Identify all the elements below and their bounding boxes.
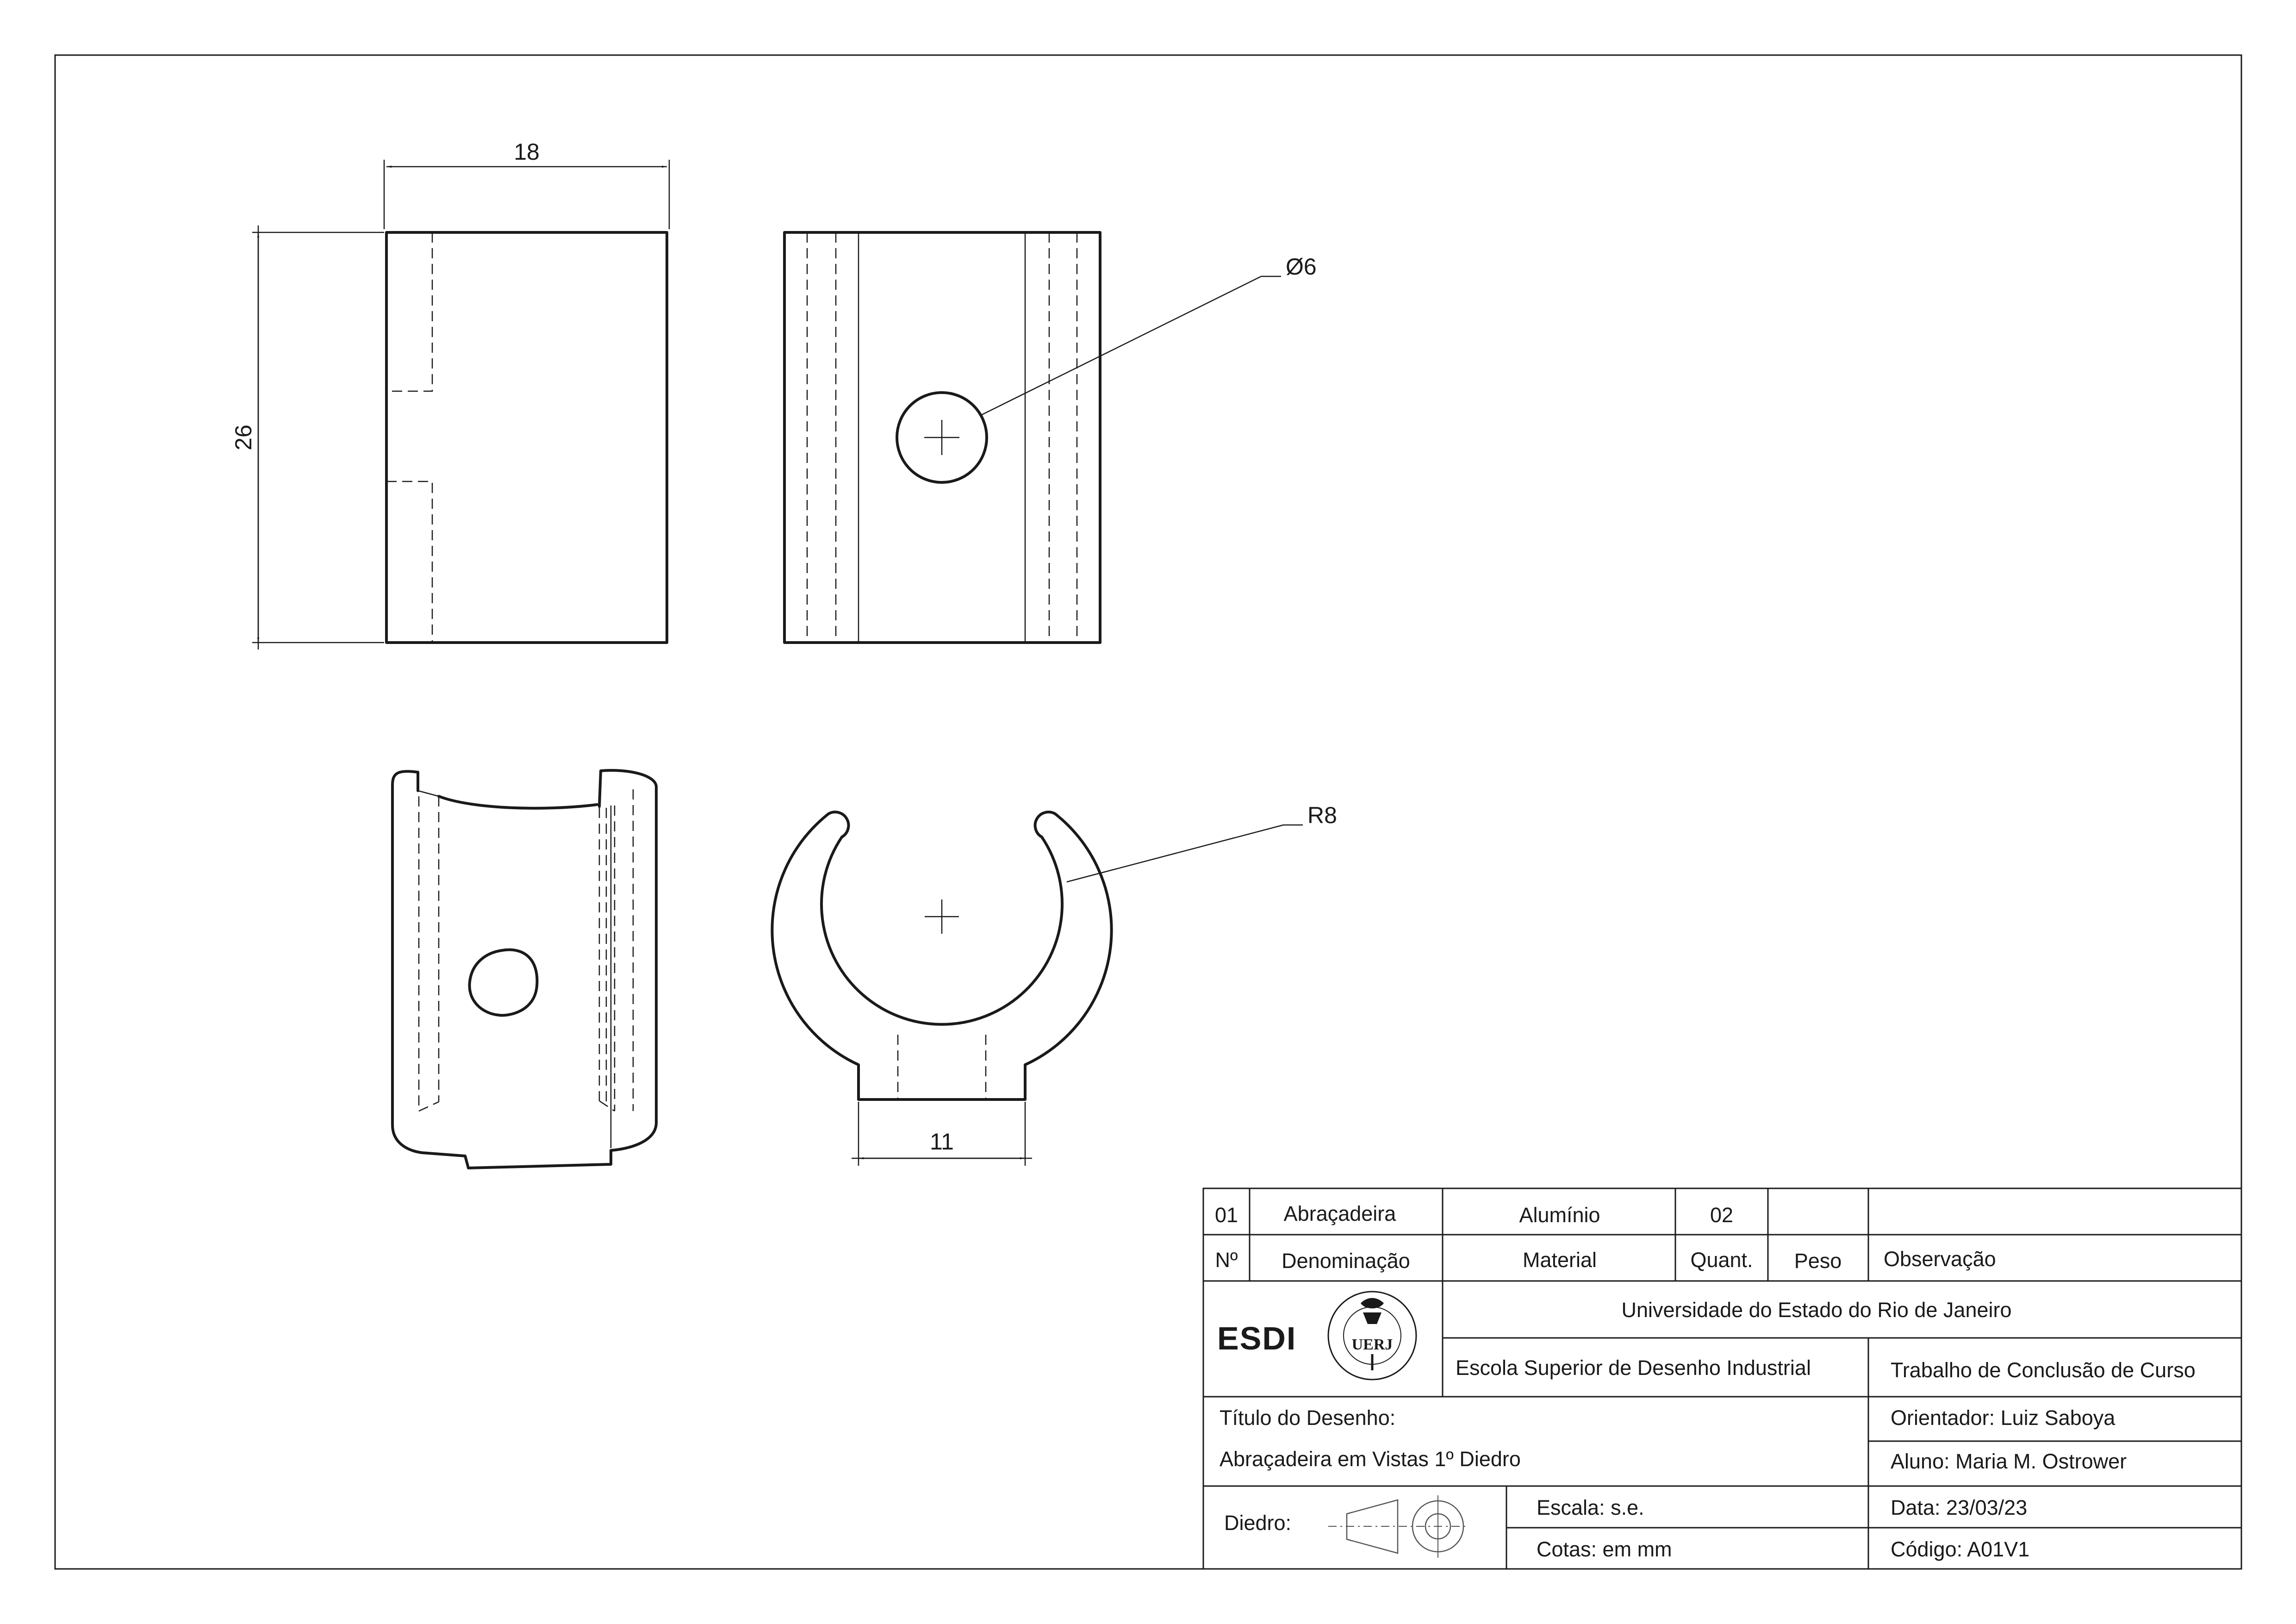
radius-label: R8	[1307, 802, 1337, 828]
drawing-title-label: Título do Desenho:	[1220, 1406, 1395, 1430]
header-material: Material	[1523, 1248, 1597, 1272]
advisor: Orientador: Luiz Saboya	[1891, 1406, 2116, 1430]
dimension-height: 26	[230, 225, 384, 650]
drawing-code: Código: A01V1	[1891, 1537, 2029, 1561]
scale: Escala: s.e.	[1537, 1496, 1644, 1519]
header-number: Nº	[1215, 1248, 1238, 1272]
dimension-opening: 11	[852, 1102, 1032, 1166]
dimension-height-label: 26	[230, 425, 256, 450]
date: Data: 23/03/23	[1891, 1496, 2027, 1519]
side-view	[783, 231, 1101, 644]
top-view-ring	[771, 811, 1113, 1101]
sheet-border	[54, 54, 2242, 1570]
header-name: Denominação	[1282, 1249, 1410, 1273]
projection-label: Diedro:	[1224, 1511, 1291, 1535]
leader-hole-diameter: Ø6	[979, 254, 1317, 417]
part-material: Alumínio	[1519, 1203, 1600, 1227]
university-name: Universidade do Estado do Rio de Janeiro	[1621, 1298, 2011, 1322]
isometric-view	[391, 769, 658, 1169]
leader-radius: R8	[1066, 802, 1337, 883]
header-weight: Peso	[1794, 1249, 1842, 1273]
student: Aluno: Maria M. Ostrower	[1891, 1449, 2127, 1473]
hole-diameter-label: Ø6	[1286, 254, 1317, 280]
header-notes: Observação	[1884, 1247, 1996, 1271]
uerj-seal: UERJ	[1327, 1291, 1417, 1380]
units: Cotas: em mm	[1537, 1537, 1672, 1561]
header-quantity: Quant.	[1690, 1248, 1753, 1272]
esdi-logo: ESDI	[1217, 1320, 1296, 1356]
front-view	[385, 231, 668, 644]
school-name: Escola Superior de Desenho Industrial	[1456, 1356, 1811, 1380]
dimension-width-label: 18	[514, 139, 540, 165]
dimension-width: 18	[383, 139, 670, 229]
first-angle-projection-symbol	[1328, 1495, 1467, 1558]
title-block: 01 Abraçadeira Alumínio 02 Nº Denominaçã…	[1202, 1187, 2242, 1570]
part-quantity: 02	[1710, 1203, 1733, 1227]
part-number: 01	[1215, 1203, 1238, 1227]
course-name: Trabalho de Conclusão de Curso	[1891, 1358, 2196, 1382]
uerj-seal-text: UERJ	[1352, 1336, 1393, 1353]
drawing-title: Abraçadeira em Vistas 1º Diedro	[1220, 1447, 1521, 1471]
dimension-opening-label: 11	[930, 1129, 954, 1155]
part-name: Abraçadeira	[1284, 1202, 1397, 1225]
